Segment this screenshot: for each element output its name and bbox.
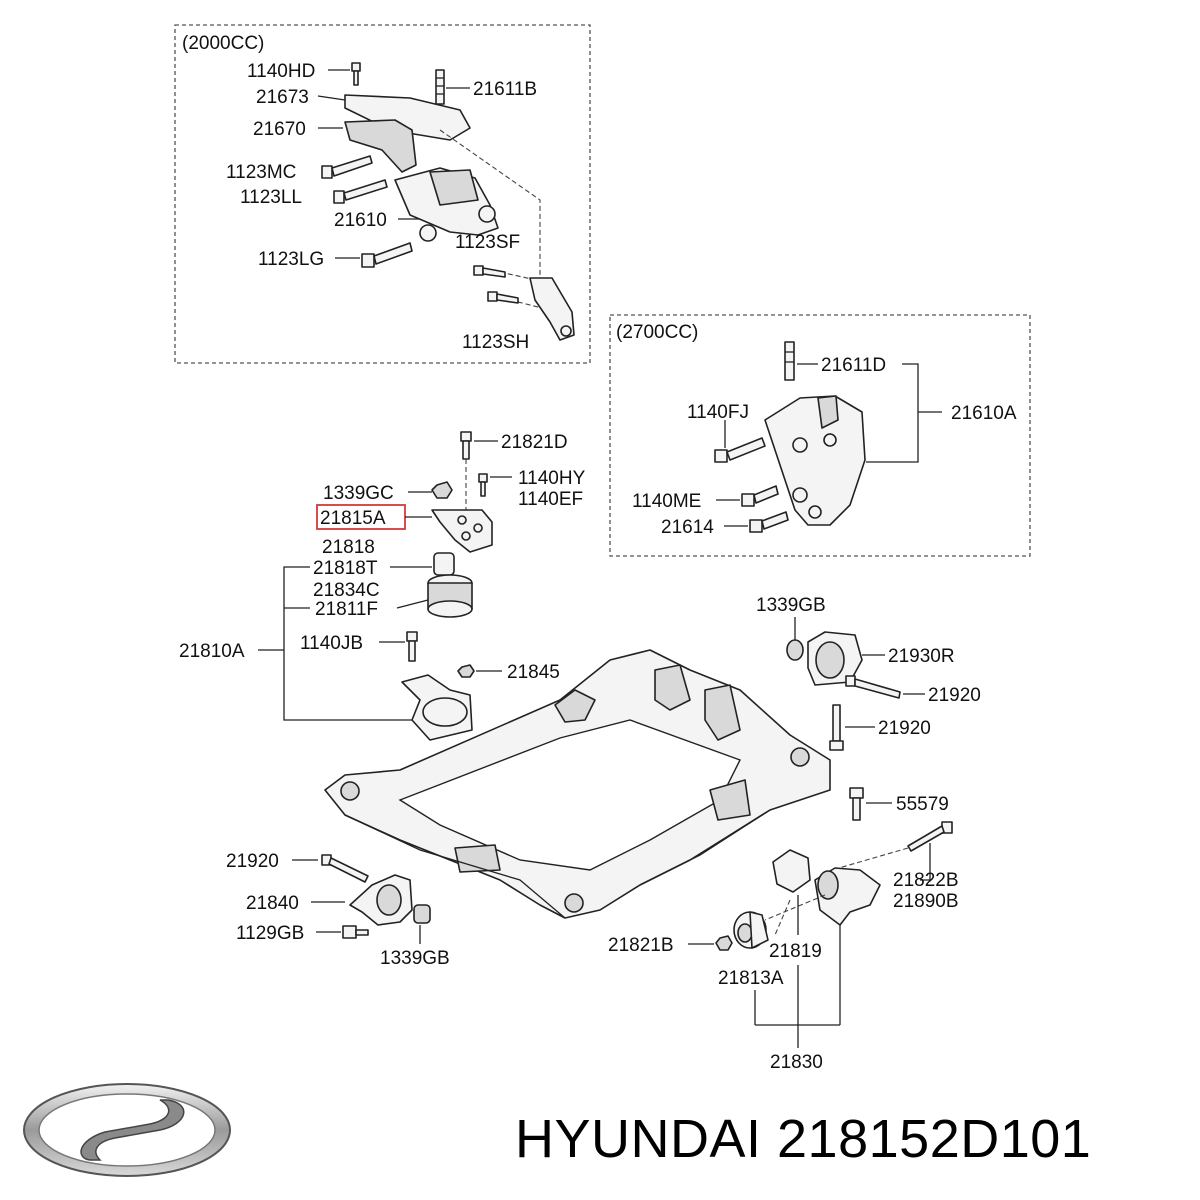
bracket-21815a-icon — [431, 509, 493, 553]
label-1339gc: 1339GC — [323, 483, 394, 504]
label-21818: 21818 — [322, 537, 375, 558]
stud-21611d-icon — [784, 341, 795, 381]
label-21610: 21610 — [334, 210, 387, 231]
engine-2700cc-label: (2700CC) — [616, 322, 698, 343]
label-21611b: 21611B — [473, 79, 537, 100]
label-21813a: 21813A — [718, 968, 784, 989]
label-1140hy: 1140HY — [518, 468, 586, 489]
engine-2000cc-box — [174, 24, 591, 364]
label-21818t: 21818T — [313, 558, 378, 579]
nut-1339gb-right-icon — [786, 639, 804, 661]
bushing-21813a-icon — [733, 911, 769, 949]
bracket-21890b-icon — [814, 867, 881, 926]
right-upper-mount-group: 1339GB 21930R 21920 21920 — [756, 595, 981, 751]
label-21614: 21614 — [661, 517, 714, 538]
part-title: HYUNDAI 218152D101 — [515, 1109, 1092, 1169]
bolt-21920-left-icon — [321, 854, 369, 883]
bolt-21920-a-icon — [845, 675, 901, 699]
label-1140ef: 1140EF — [518, 489, 583, 510]
label-1123lg: 1123LG — [258, 249, 324, 270]
nut-1339gb-bottom-icon — [413, 904, 431, 924]
bolt-1140hd-icon — [351, 62, 361, 86]
bolt-1123mc-icon — [321, 155, 373, 179]
bolt-21614-icon — [749, 511, 789, 533]
engine-2700cc-box — [609, 314, 1031, 557]
bolt-1140me-icon — [741, 485, 779, 507]
label-21821d: 21821D — [501, 432, 568, 453]
stud-21611b-icon — [435, 69, 445, 105]
plate-21673-icon — [344, 94, 471, 141]
bolt-1140fj-icon — [714, 437, 766, 463]
nut-1339gc-icon — [431, 481, 453, 499]
label-21920-a: 21920 — [928, 685, 981, 706]
insulator-21818-icon — [427, 552, 473, 618]
bolt-1123sh-icon — [487, 291, 519, 304]
bolt-21821d-icon — [460, 431, 472, 460]
bolt-1140jb-icon — [406, 631, 418, 662]
label-21811f: 21811F — [315, 599, 378, 620]
label-21830: 21830 — [770, 1052, 823, 1073]
label-1140fj: 1140FJ — [687, 402, 749, 423]
bushing-21930r-icon — [807, 631, 863, 686]
label-21815a: 21815A — [320, 508, 386, 529]
left-mount-group: 21821D 1140HY 1140EF 1339GC 21815A 21818… — [179, 431, 586, 741]
label-21821b: 21821B — [608, 935, 674, 956]
label-1129gb: 1129GB — [236, 923, 304, 944]
label-55579: 55579 — [896, 794, 949, 815]
nut-21845-icon — [457, 664, 475, 678]
label-21920-left: 21920 — [226, 851, 279, 872]
bolt-21920-b-icon — [829, 704, 844, 751]
label-1123sf: 1123SF — [455, 232, 520, 253]
label-1140hd: 1140HD — [247, 61, 315, 82]
label-21819: 21819 — [769, 941, 822, 962]
label-21930r: 21930R — [888, 646, 955, 667]
bracket-21670-icon — [344, 119, 417, 173]
bolt-1140hy-icon — [478, 473, 488, 497]
label-21834c: 21834C — [313, 580, 380, 601]
nut-21821b-icon — [715, 935, 733, 951]
hyundai-logo-icon — [23, 1083, 231, 1177]
label-1339gb-right: 1339GB — [756, 595, 826, 616]
label-21610a: 21610A — [951, 403, 1017, 424]
bolt-1123sf-icon — [473, 265, 506, 278]
support-bracket-icon — [401, 674, 473, 741]
engine-2000cc-label: (2000CC) — [182, 33, 264, 54]
mount-21840-icon — [349, 874, 413, 926]
lower-left-mount-group: 21920 21840 1129GB 1339GB — [226, 851, 450, 969]
label-1123sh: 1123SH — [462, 332, 529, 353]
bolt-1129gb-icon — [342, 925, 369, 939]
label-21611d: 21611D — [821, 355, 886, 376]
label-1123mc: 1123MC — [226, 162, 296, 183]
bolt-1123ll-icon — [333, 179, 388, 204]
bolt-55579-icon — [849, 787, 864, 821]
label-21822b: 21822B — [893, 870, 959, 891]
label-21810a: 21810A — [179, 641, 245, 662]
engine-2000cc-group: (2000CC) 1140HD 21611B 21673 21670 1123M… — [174, 24, 591, 364]
label-21890b: 21890B — [893, 891, 959, 912]
label-1123ll: 1123LL — [240, 187, 302, 208]
label-1140me: 1140ME — [632, 491, 701, 512]
engine-2700cc-group: (2700CC) 21611D 21610A 1140FJ 1 — [609, 314, 1031, 557]
crossmember-subframe-icon — [324, 649, 831, 919]
bolt-1123lg-icon — [361, 242, 413, 268]
label-21673: 21673 — [256, 87, 309, 108]
small-bracket-icon — [529, 277, 575, 341]
mount-21610a-icon — [764, 395, 866, 526]
label-1339gb-bottom: 1339GB — [380, 948, 450, 969]
insulator-21819-icon — [772, 849, 811, 893]
lower-right-mount-group: 55579 21822B 21890B 21821B 21819 — [608, 787, 959, 1073]
label-1140jb: 1140JB — [300, 633, 363, 654]
bolt-21822b-icon — [907, 821, 953, 852]
label-21845: 21845 — [507, 662, 560, 683]
mount-21610-icon — [394, 167, 499, 242]
label-21840: 21840 — [246, 893, 299, 914]
label-21670: 21670 — [253, 119, 306, 140]
label-21920-b: 21920 — [878, 718, 931, 739]
